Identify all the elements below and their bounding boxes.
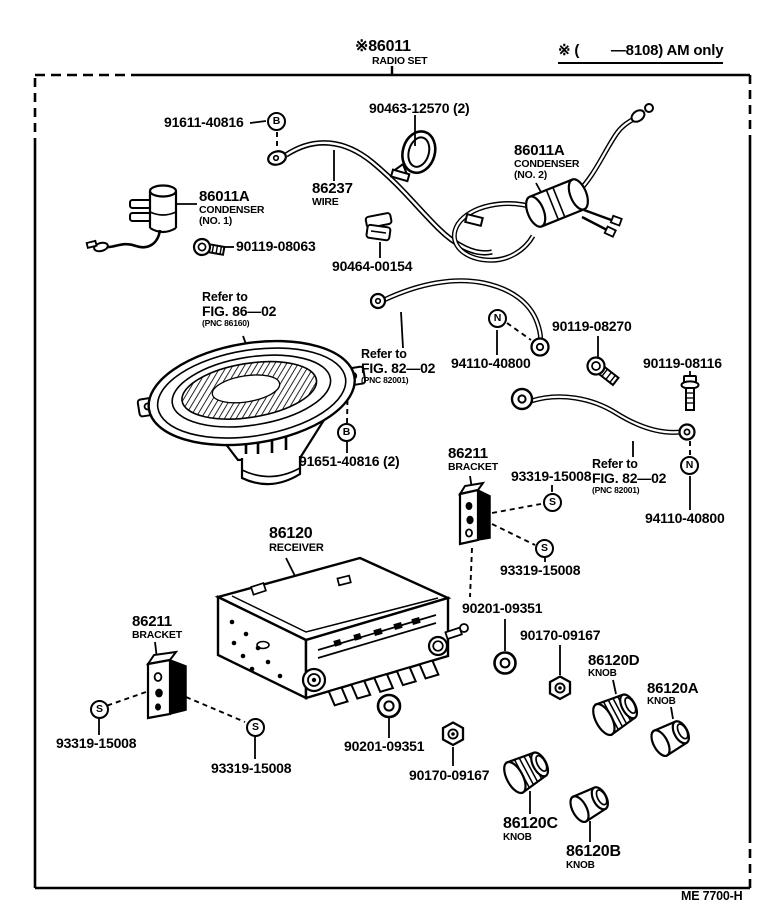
leader-lines xyxy=(98,115,691,842)
condenser2-drawing xyxy=(451,103,654,263)
part-label-86237-wire: 86237 WIRE xyxy=(312,180,353,208)
marker-bolt-b2: B xyxy=(337,423,356,442)
part-label-bracket-left: 86211 BRACKET xyxy=(132,613,182,641)
marker-screw-s4: S xyxy=(246,718,265,737)
knob-b-drawing xyxy=(569,786,609,824)
washer-left-drawing xyxy=(376,693,402,719)
part-label-knob-c: 86120C KNOB xyxy=(503,815,558,843)
part-label-90464-00154: 90464-00154 xyxy=(332,258,413,274)
part-label-94110-40800-b: 94110-40800 xyxy=(645,510,725,526)
ref-fig-86-02: Refer to FIG. 86—02 (PNC 86160) xyxy=(202,290,277,328)
cable1-drawing xyxy=(369,278,550,357)
bracket-right-drawing xyxy=(457,481,491,546)
cable2-drawing xyxy=(510,387,696,441)
part-label-91651-40816: 91651-40816 (2) xyxy=(299,453,400,469)
part-label-90119-08116: 90119-08116 xyxy=(643,355,722,371)
part-label-condenser1: 86011A CONDENSER (NO. 1) xyxy=(199,188,265,227)
marker-screw-s1: S xyxy=(543,493,562,512)
marker-screw-s2: S xyxy=(535,539,554,558)
ref-fig-82-02-a: Refer to FIG. 82—02 (PNC 82001) xyxy=(361,347,436,385)
part-label-93319-15008-r2: 93319-15008 xyxy=(500,562,581,578)
part-label-receiver: 86120 RECEIVER xyxy=(269,525,324,554)
bracket-left-drawing xyxy=(145,650,187,720)
part-label-condenser2: 86011A CONDENSER (NO. 2) xyxy=(514,142,580,181)
part-label-90170-09167-r: 90170-09167 xyxy=(520,627,601,643)
part-label-90119-08063: 90119-08063 xyxy=(236,238,316,254)
part-label-90463-12570: 90463-12570 (2) xyxy=(369,100,470,116)
marker-nut-n2: N xyxy=(680,456,699,475)
clamp-90463-drawing xyxy=(389,130,437,183)
part-label-93319-15008-l2: 93319-15008 xyxy=(211,760,292,776)
speaker-drawing xyxy=(136,339,367,486)
marker-bolt-b1: B xyxy=(267,112,286,131)
bolt-08116-drawing xyxy=(680,375,700,411)
part-label-91611-40816: 91611-40816 xyxy=(164,114,244,130)
nut-right-drawing xyxy=(548,675,572,701)
part-label-94110-40800-a: 94110-40800 xyxy=(451,355,531,371)
marker-screw-s3: S xyxy=(90,700,109,719)
part-label-knob-a: 86120A KNOB xyxy=(647,680,699,707)
receiver-drawing xyxy=(214,556,469,707)
clamp-90464-drawing xyxy=(364,212,393,242)
part-label-90201-09351-l: 90201-09351 xyxy=(344,738,425,754)
part-label-knob-b: 86120B KNOB xyxy=(566,843,621,871)
washer-right-drawing xyxy=(493,651,517,675)
bolt-08063-drawing xyxy=(192,237,226,257)
marker-nut-n1: N xyxy=(488,309,507,328)
page-title-part-name: RADIO SET xyxy=(372,55,428,67)
part-label-90119-08270: 90119-08270 xyxy=(552,318,632,334)
page-title-part-no: ※86011 xyxy=(355,38,411,55)
part-label-bracket-right: 86211 BRACKET xyxy=(448,445,498,473)
frame-border xyxy=(33,73,752,890)
condenser1-drawing xyxy=(85,184,178,253)
plate-code: ME 7700-H xyxy=(681,889,743,903)
part-label-90201-09351-r: 90201-09351 xyxy=(462,600,543,616)
am-only-note: ※ ( —8108) AM only xyxy=(558,43,724,64)
ref-fig-82-02-b: Refer to FIG. 82—02 (PNC 82001) xyxy=(592,457,667,495)
part-label-93319-15008-l1: 93319-15008 xyxy=(56,735,137,751)
knob-d-drawing xyxy=(592,693,639,737)
part-label-93319-15008-r1: 93319-15008 xyxy=(511,468,592,484)
part-label-knob-d: 86120D KNOB xyxy=(588,652,640,679)
nut-left-drawing xyxy=(441,721,465,747)
wire-86237-drawing xyxy=(267,140,493,256)
part-label-90170-09167-l: 90170-09167 xyxy=(409,767,490,783)
knob-a-drawing xyxy=(650,720,690,758)
knob-c-drawing xyxy=(503,751,550,795)
bolt-08270-drawing xyxy=(586,356,620,387)
